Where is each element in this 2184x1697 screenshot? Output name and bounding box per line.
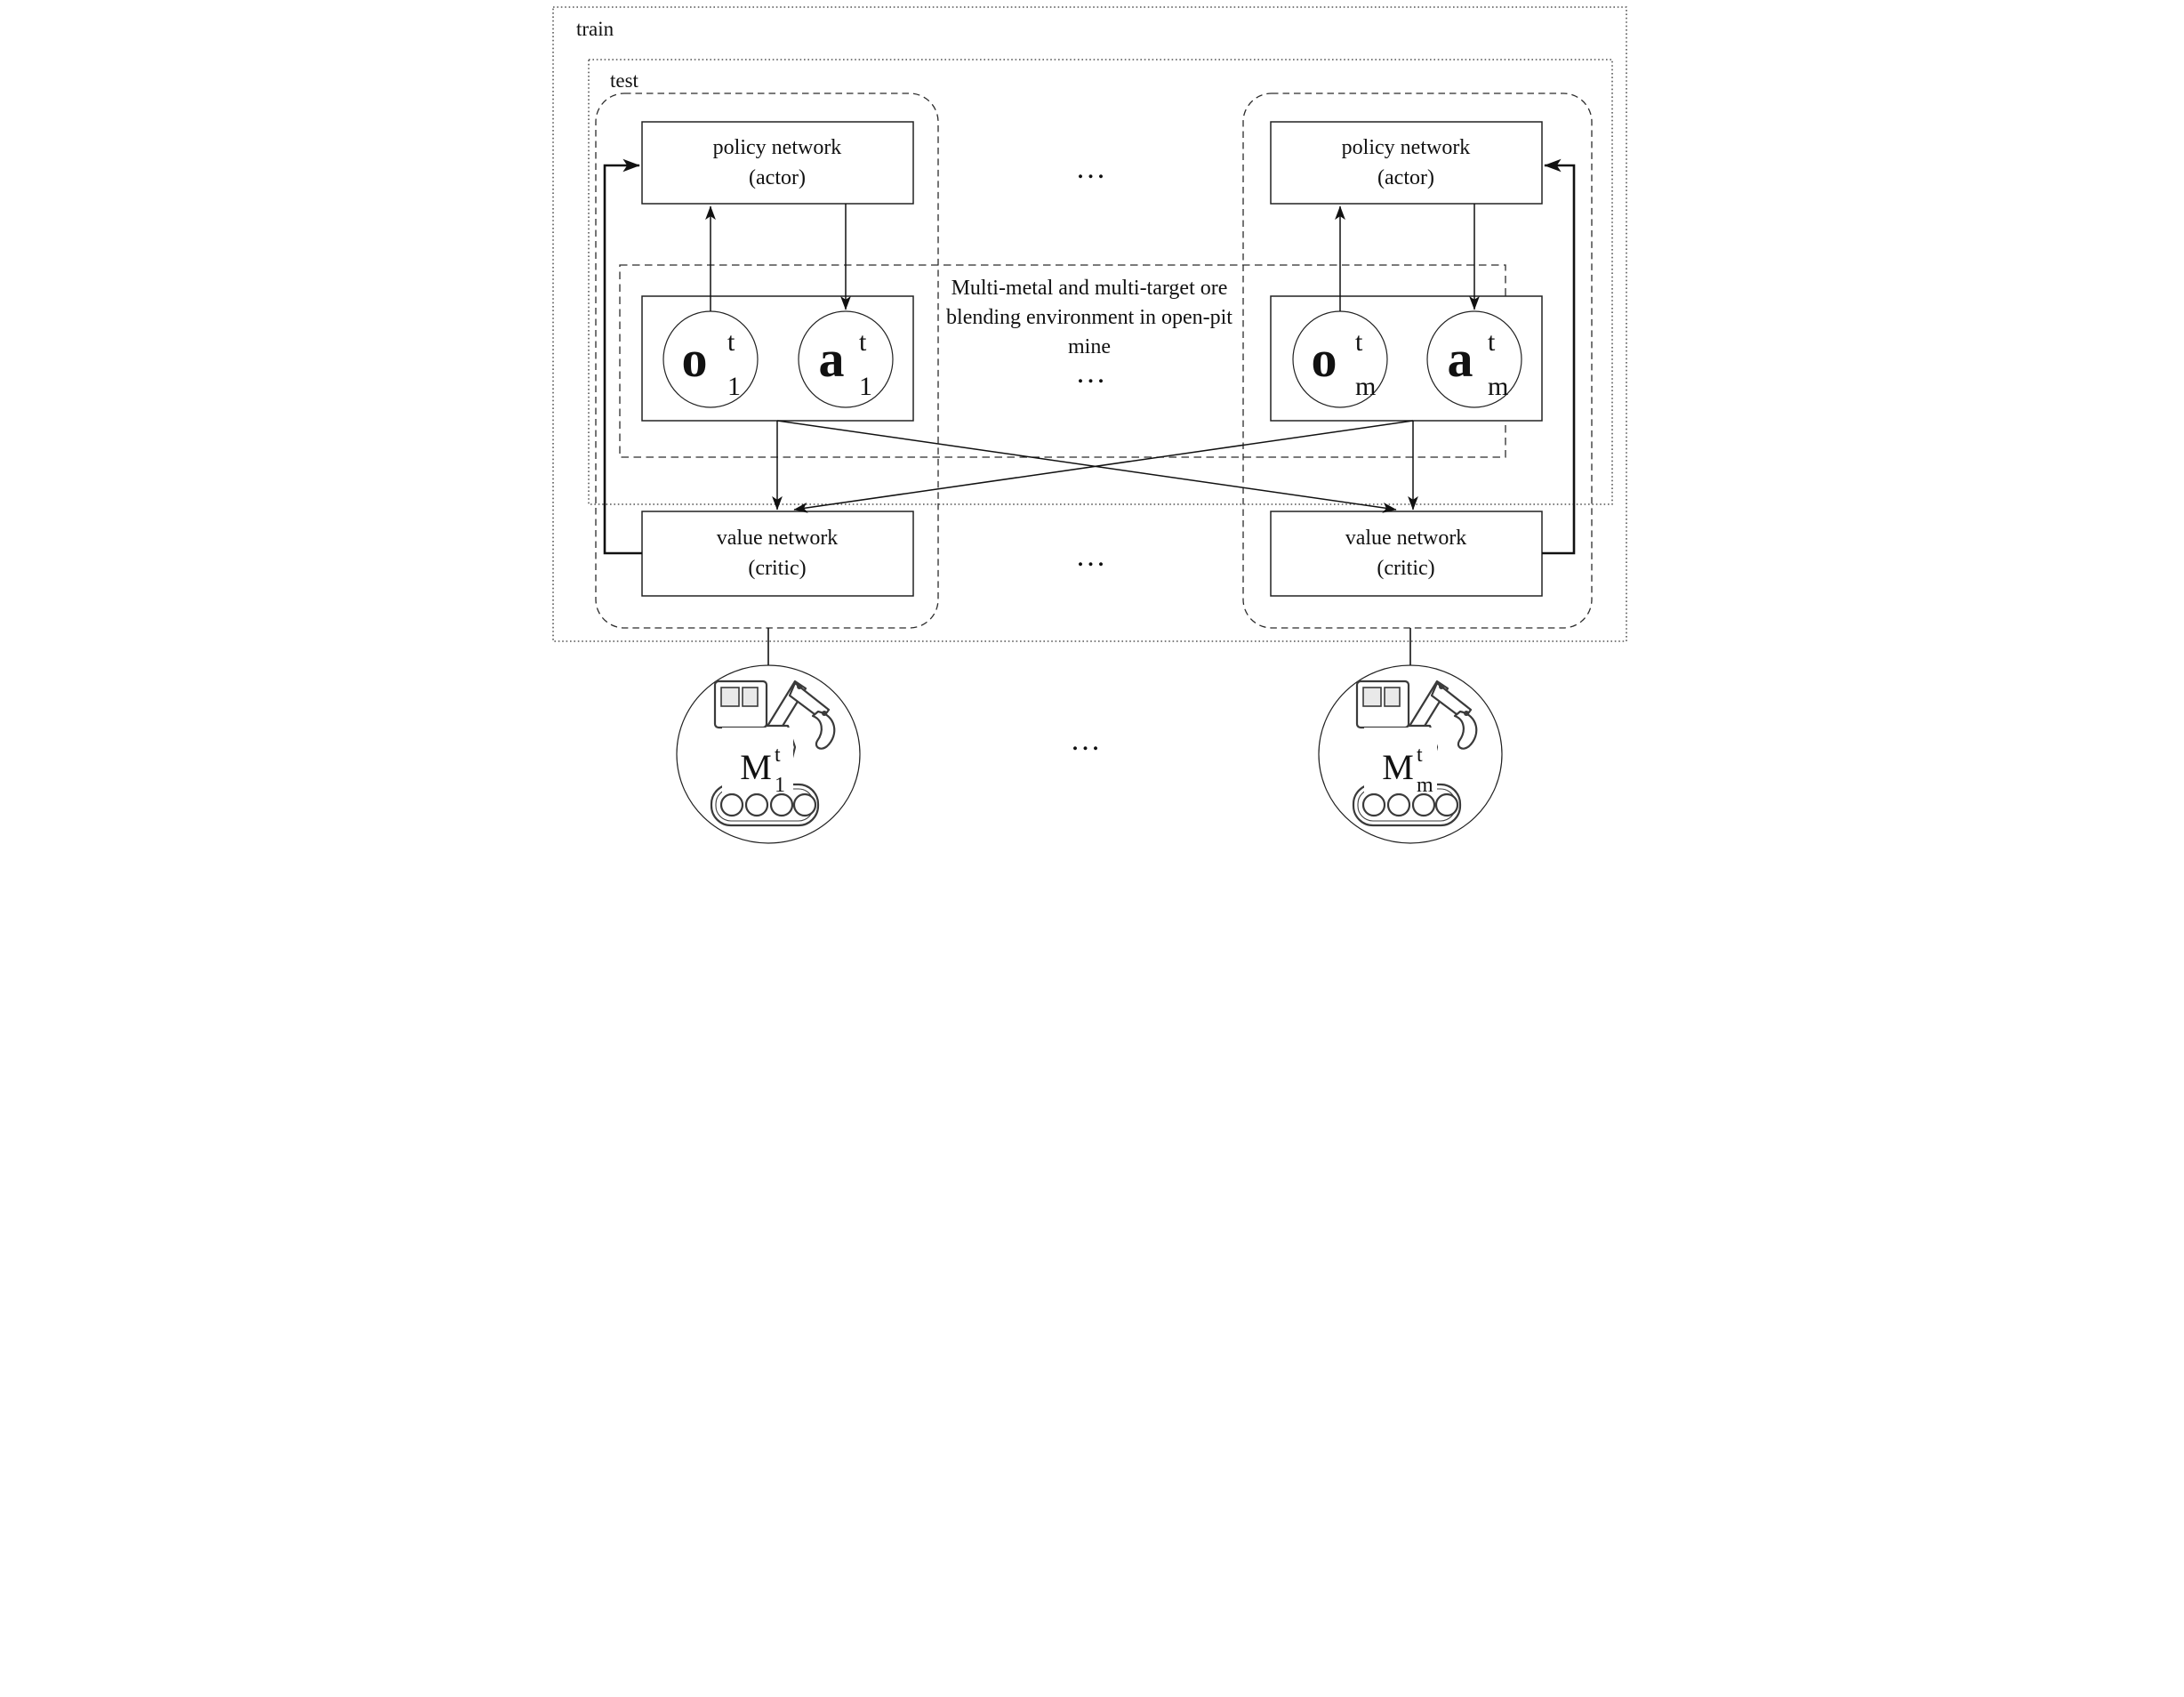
action-node-m xyxy=(1426,310,1522,408)
figure-canvas: train test policy network (actor) policy… xyxy=(546,0,1638,848)
agent-1-region xyxy=(595,92,939,629)
ellipsis-environment-row: ... xyxy=(1077,357,1108,390)
observation-node-1-label: o t 1 xyxy=(682,327,742,401)
excavator-icon: M t 1 xyxy=(710,680,836,827)
environment-region xyxy=(619,264,1506,458)
test-region-label: test xyxy=(610,69,639,92)
arrow-obsactm-to-value1 xyxy=(793,420,1414,513)
environment-label-line3: mine xyxy=(1068,335,1111,358)
value-network-m-label-line1: value network xyxy=(1345,527,1467,550)
machine-m-label: M t m xyxy=(1382,744,1433,797)
policy-network-1-label-line1: policy network xyxy=(713,136,842,159)
policy-network-m-label-line1: policy network xyxy=(1342,136,1471,159)
machine-m-label-plate xyxy=(1364,728,1437,793)
feedback-arrow-value1-to-policy1 xyxy=(603,158,642,555)
value-network-box-m xyxy=(1270,511,1543,597)
excavator-icon: M t m xyxy=(1352,680,1478,827)
test-region xyxy=(588,59,1613,505)
observation-node-m-label: o t m xyxy=(1312,327,1377,401)
machine-1-label-plate xyxy=(722,728,793,793)
ellipsis-policy-row: ... xyxy=(1077,152,1108,185)
policy-network-m-label-line2: (actor) xyxy=(1377,166,1434,189)
ellipsis-machine-row: ... xyxy=(1072,724,1103,757)
agent-m-region xyxy=(1242,92,1593,629)
ellipsis-value-row: ... xyxy=(1077,540,1108,573)
action-node-m-label: a t m xyxy=(1448,327,1509,401)
arrow-obsact1-to-valuem xyxy=(776,420,1397,513)
train-region xyxy=(552,6,1627,642)
policy-network-box-m xyxy=(1270,121,1543,205)
value-network-1-label-line1: value network xyxy=(717,527,839,550)
environment-label-line1: Multi-metal and multi-target ore xyxy=(951,277,1228,300)
marl-actor-critic-diagram: train test policy network (actor) policy… xyxy=(552,6,1627,844)
train-region-label: train xyxy=(576,18,614,40)
value-network-1-label-line2: (critic) xyxy=(748,557,806,580)
feedback-arrow-valuem-to-policym xyxy=(1542,158,1576,555)
action-node-1-label: a t 1 xyxy=(819,327,873,401)
value-network-box-1 xyxy=(641,511,914,597)
action-node-1 xyxy=(798,310,894,408)
value-network-m-label-line2: (critic) xyxy=(1377,557,1434,580)
policy-network-1-label-line2: (actor) xyxy=(749,166,806,189)
machine-1-label: M t 1 xyxy=(740,744,785,797)
observation-node-1 xyxy=(662,310,759,408)
policy-network-box-1 xyxy=(641,121,914,205)
environment-label-line2: blending environment in open-pit xyxy=(946,306,1233,329)
